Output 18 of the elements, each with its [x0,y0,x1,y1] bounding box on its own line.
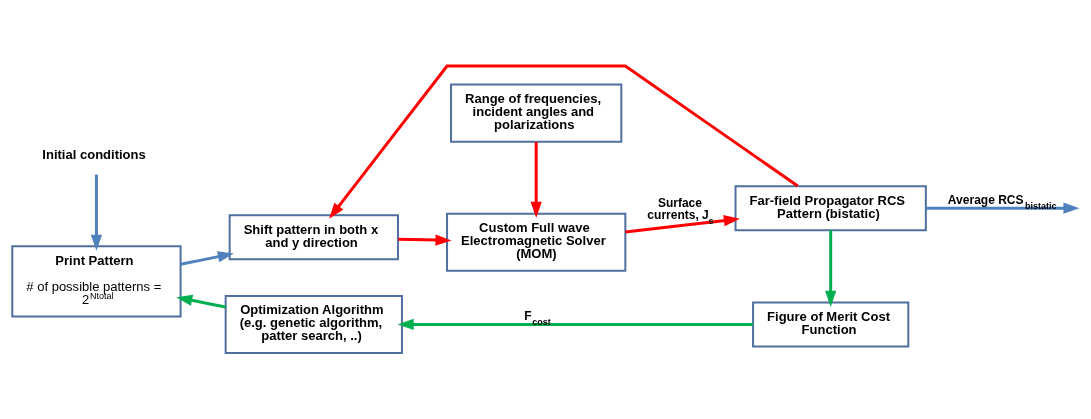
arrow [329,64,799,219]
edge-label: Surface currents, J$_{s}$ [647,195,714,226]
node-box: Optimization Algorithm (e.g. genetic algorithm, patter search, ..) [224,294,403,354]
arrow [176,294,226,309]
arrow [825,230,837,307]
arrow [625,214,740,234]
arrow [530,142,542,218]
arrow [397,318,753,331]
node-box: Custom Full wave Electromagnetic Solver (MOM) [446,212,627,272]
node-box: Far-field Propagator RCS Pattern (bistatic) [734,185,927,232]
node-text: Initial conditions [42,146,146,162]
node-box: Shift pattern in both x and y direction [228,214,399,261]
node-box: Figure of Merit Cost Function [752,301,910,348]
arrow [398,234,452,246]
arrow [180,251,234,266]
node-box: Print Pattern # of possible patterns = 2$^{Ntotal}$ [11,245,182,318]
node-box: Range of frequencies, incident angles and polarizations [450,83,623,143]
arrow [90,174,103,251]
